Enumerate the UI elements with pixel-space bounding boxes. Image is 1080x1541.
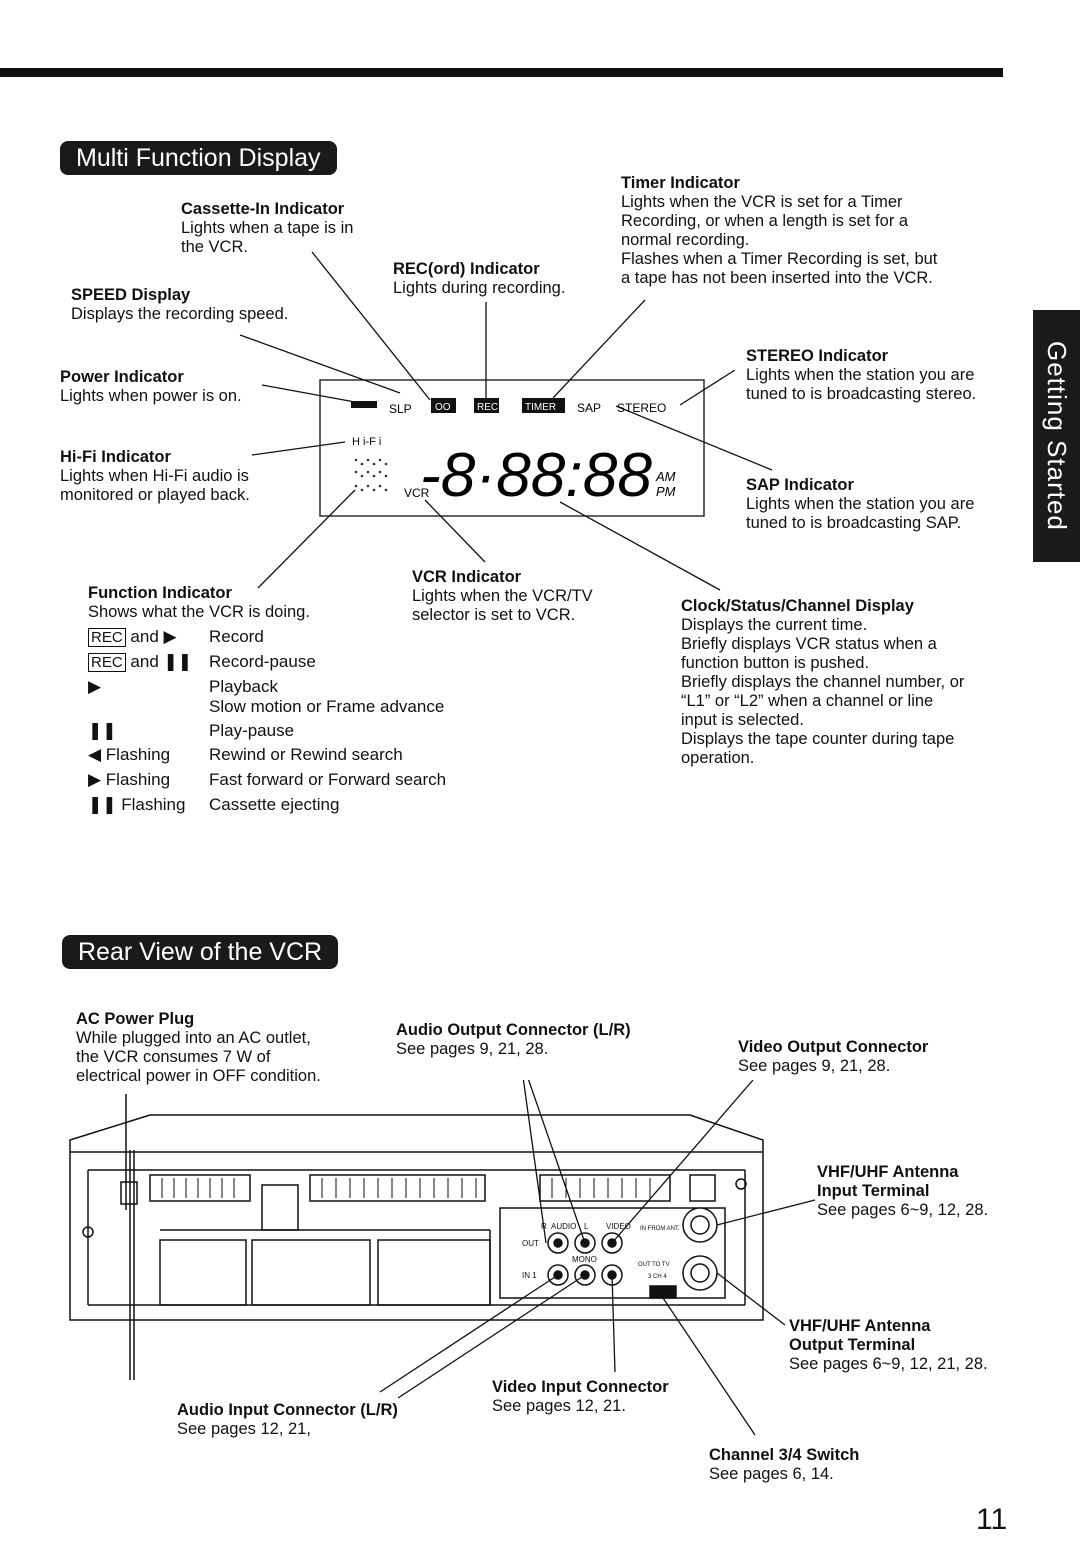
- slp-indicator: SLP: [389, 402, 412, 416]
- jack-label-l: L: [584, 1222, 589, 1231]
- jack-label-audio: AUDIO: [551, 1222, 576, 1231]
- audio-output-connector-label: Audio Output Connector (L/R)See pages 9,…: [396, 1021, 631, 1058]
- side-tab: Getting Started: [1033, 310, 1080, 562]
- pm-indicator: PM: [656, 484, 676, 499]
- section-heading-rear-view: Rear View of the VCR: [62, 935, 339, 969]
- function-meaning: Slow motion or Frame advance: [209, 697, 445, 716]
- power-indicator-bar: [351, 401, 377, 408]
- hifi-indicator-label: H i-F i: [352, 436, 381, 448]
- display-diagram: SLP OO REC TIMER SAP STEREO H i-F i VCR …: [239, 251, 773, 591]
- function-symbol: ◀ Flashing: [88, 745, 171, 764]
- top-rule: [0, 68, 1003, 77]
- function-meaning: Play-pause: [209, 721, 295, 740]
- function-meaning: Record: [209, 627, 264, 646]
- vent-marks: [161, 1178, 651, 1198]
- function-meaning: Record-pause: [209, 652, 316, 671]
- jack-label-in1: IN 1: [522, 1271, 537, 1280]
- jack-label-ch: 3 CH 4: [648, 1274, 667, 1280]
- jack-label-out-to-tv: OUT TO TV: [638, 1262, 670, 1268]
- jack-label-mono: MONO: [572, 1255, 597, 1264]
- am-indicator: AM: [655, 469, 676, 484]
- rear-vcr-drawing: R AUDIO L VIDEO OUT IN 1 MONO IN FROM AN…: [69, 1080, 816, 1436]
- function-symbol: ▶: [88, 677, 102, 696]
- function-meaning: Fast forward or Forward search: [209, 770, 447, 789]
- function-symbol: ❚❚ Flashing: [88, 795, 186, 814]
- timer-indicator-box: [522, 398, 565, 413]
- hifi-dot-meter: [354, 458, 388, 492]
- audio-input-connector-label: Audio Input Connector (L/R)See pages 12,…: [177, 1401, 398, 1438]
- rec-key: REC: [88, 653, 126, 672]
- stereo-indicator-label: STEREO: [617, 401, 666, 415]
- vcr-indicator-label: VCR: [404, 486, 430, 500]
- function-meaning: Rewind or Rewind search: [209, 745, 403, 764]
- timer-indicator-label: TIMER: [525, 402, 556, 413]
- vcr-body: [69, 1114, 764, 1321]
- rear-leader-lines: [379, 1080, 816, 1436]
- jack-label-out: OUT: [522, 1239, 539, 1248]
- clock-status-channel-desc: Clock/Status/Channel Display Displays th…: [681, 597, 965, 767]
- function-meaning: Cassette ejecting: [209, 795, 340, 814]
- rec-indicator-box: [474, 398, 499, 413]
- jack-label-video: VIDEO: [606, 1222, 631, 1231]
- display-panel-frame: [319, 379, 705, 517]
- ac-power-cord: [120, 1094, 138, 1380]
- function-row: REC and ▶: [88, 627, 177, 648]
- function-symbol: ▶ Flashing: [88, 770, 171, 789]
- rec-indicator-label: REC: [477, 402, 498, 413]
- function-meaning: Playback: [209, 677, 278, 696]
- sap-indicator-label: SAP: [577, 401, 601, 415]
- cassette-in-indicator: [431, 398, 456, 413]
- page-number: 11: [976, 1503, 1008, 1536]
- cassette-in-glyph: OO: [435, 402, 451, 413]
- rec-key: REC: [88, 628, 126, 647]
- clock-digits: -8·88:88: [420, 441, 653, 510]
- function-symbol: ❚❚: [88, 721, 117, 740]
- section-heading-multi-function: Multi Function Display: [60, 141, 337, 175]
- timer-indicator-desc: Timer Indicator Lights when the VCR is s…: [621, 174, 938, 287]
- side-tab-label: Getting Started: [1042, 341, 1072, 531]
- function-row: REC and ❚❚: [88, 652, 192, 673]
- jack-label-from-ant: IN FROM ANT.: [640, 1226, 680, 1232]
